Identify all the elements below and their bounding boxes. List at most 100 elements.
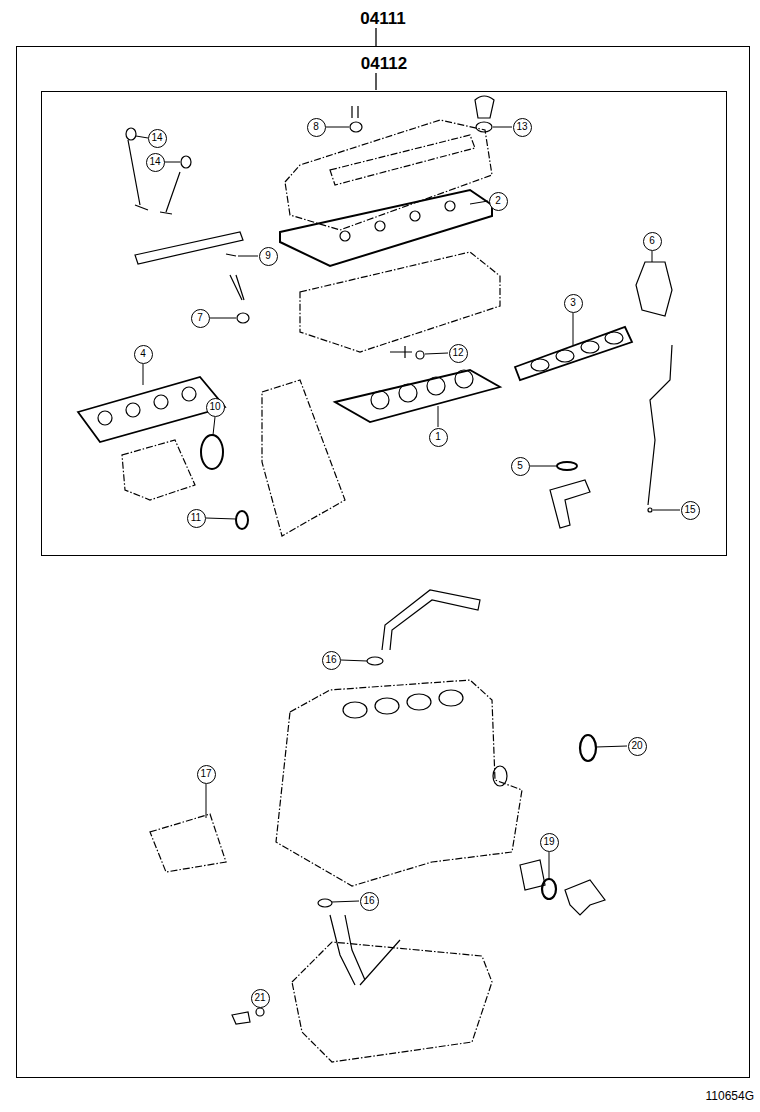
leader-line	[210, 318, 236, 319]
callout-number: 1	[429, 428, 448, 447]
oil-cap	[475, 96, 494, 118]
dipstick	[648, 345, 672, 505]
leader-line	[549, 852, 550, 879]
water-inlet	[565, 880, 605, 915]
leader-line	[438, 406, 439, 427]
seal-19	[542, 879, 556, 899]
valve	[160, 172, 180, 214]
leader-line	[425, 353, 448, 354]
callout-number: 2	[489, 192, 508, 211]
part-number-heading-box: 04111	[17, 9, 749, 29]
valve	[128, 140, 148, 210]
strainer	[330, 915, 400, 985]
head-cover-slot	[330, 135, 475, 185]
callout-number: 14	[146, 153, 165, 172]
exhaust-gasket	[78, 377, 225, 442]
leader-lines	[136, 127, 680, 1008]
bore	[427, 377, 445, 395]
oil-pan	[292, 942, 492, 1062]
head-cover	[285, 120, 492, 230]
bore	[343, 702, 367, 718]
head-gasket	[335, 370, 500, 422]
callout-number: 16	[360, 892, 379, 911]
callout-number: 15	[681, 501, 700, 520]
plug-hole	[410, 211, 420, 221]
bore	[399, 384, 417, 402]
gasket-5	[557, 462, 577, 470]
bore	[455, 370, 473, 388]
leader-line	[375, 28, 376, 46]
leader-line	[530, 466, 557, 467]
part-outlines	[122, 120, 522, 1062]
leader-line	[341, 660, 367, 661]
callout-number: 17	[197, 765, 216, 784]
leader-line	[573, 313, 574, 345]
leader-line	[653, 510, 680, 511]
oil-seal	[236, 511, 248, 529]
callout-number: 10	[206, 398, 225, 417]
seal-ring	[237, 313, 249, 323]
callout-number: 5	[511, 457, 530, 476]
gasket-16	[318, 899, 332, 907]
leader-line	[375, 72, 376, 90]
callout-number: 12	[449, 344, 468, 363]
callout-number: 19	[540, 833, 559, 852]
port	[605, 332, 623, 344]
port	[154, 395, 168, 409]
kit-frame: 0411104112	[16, 46, 750, 1078]
leader-line	[493, 127, 512, 128]
outlet	[550, 480, 590, 528]
rear-seal	[580, 735, 596, 761]
timing-cover	[262, 380, 345, 536]
plug-hole	[375, 221, 385, 231]
cover-gasket	[280, 190, 492, 266]
port	[182, 387, 196, 401]
callout-number: 11	[187, 509, 206, 528]
valve-seal	[126, 128, 136, 140]
plug-gasket	[350, 122, 362, 132]
leader-line	[206, 784, 207, 818]
leader-line	[596, 746, 627, 747]
bolt-and-seal	[390, 346, 412, 358]
leader-line	[213, 417, 215, 435]
o-ring	[201, 435, 223, 469]
drain-plug	[256, 1008, 264, 1016]
port	[556, 350, 574, 362]
gasket-16	[367, 657, 383, 665]
plug	[352, 106, 358, 118]
callout-number: 16	[322, 651, 341, 670]
leader-line	[326, 127, 349, 128]
leader-line	[164, 162, 180, 163]
sub-kit-frame: 04112	[41, 91, 727, 556]
bore	[439, 690, 463, 706]
bore-side	[493, 766, 507, 786]
gasket-6	[636, 262, 672, 316]
drawing-number: 110654G	[706, 1089, 755, 1103]
cylinder-block	[276, 680, 522, 886]
callout-number: 9	[259, 247, 278, 266]
callout-number: 3	[564, 294, 583, 313]
port	[531, 359, 549, 371]
callout-number: 21	[251, 989, 270, 1008]
callout-number: 14	[148, 129, 167, 148]
o-ring	[648, 508, 652, 512]
part-number-heading: 04112	[359, 54, 409, 73]
oil-pipe	[382, 590, 480, 650]
bore	[375, 698, 399, 714]
leader-line	[652, 251, 653, 262]
plug-washer	[232, 1012, 250, 1024]
thermostat	[520, 860, 545, 890]
leader-line	[470, 201, 488, 204]
leader-line	[238, 256, 258, 257]
cap-gasket	[476, 122, 492, 132]
oil-pump	[122, 440, 195, 500]
port	[126, 403, 140, 417]
plug-hole	[340, 231, 350, 241]
valve-seal	[181, 156, 191, 168]
leader-line	[136, 136, 148, 138]
callout-number: 6	[643, 232, 662, 251]
leader-line	[206, 518, 236, 519]
